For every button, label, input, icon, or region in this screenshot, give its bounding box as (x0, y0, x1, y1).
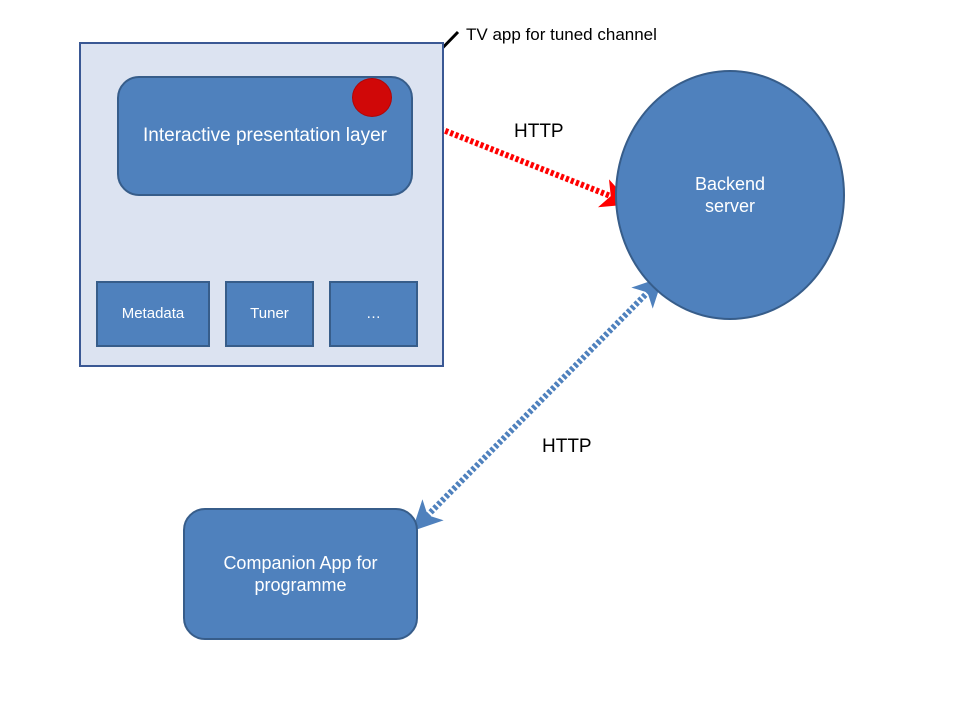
tv-app-indicator-circle-icon[interactable] (352, 78, 392, 117)
module-box-ellipsis[interactable] (329, 281, 418, 347)
connector-companion-to-backend (412, 276, 664, 532)
backend-server-circle[interactable] (615, 70, 845, 320)
module-box-metadata[interactable] (96, 281, 210, 347)
connector-label-http-bottom: HTTP (542, 436, 592, 457)
module-box-tuner[interactable] (225, 281, 314, 347)
callout-tv-app-text: TV app for tuned channel (466, 25, 657, 44)
companion-app-box[interactable] (183, 508, 418, 640)
connector-label-http-top: HTTP (514, 121, 564, 142)
